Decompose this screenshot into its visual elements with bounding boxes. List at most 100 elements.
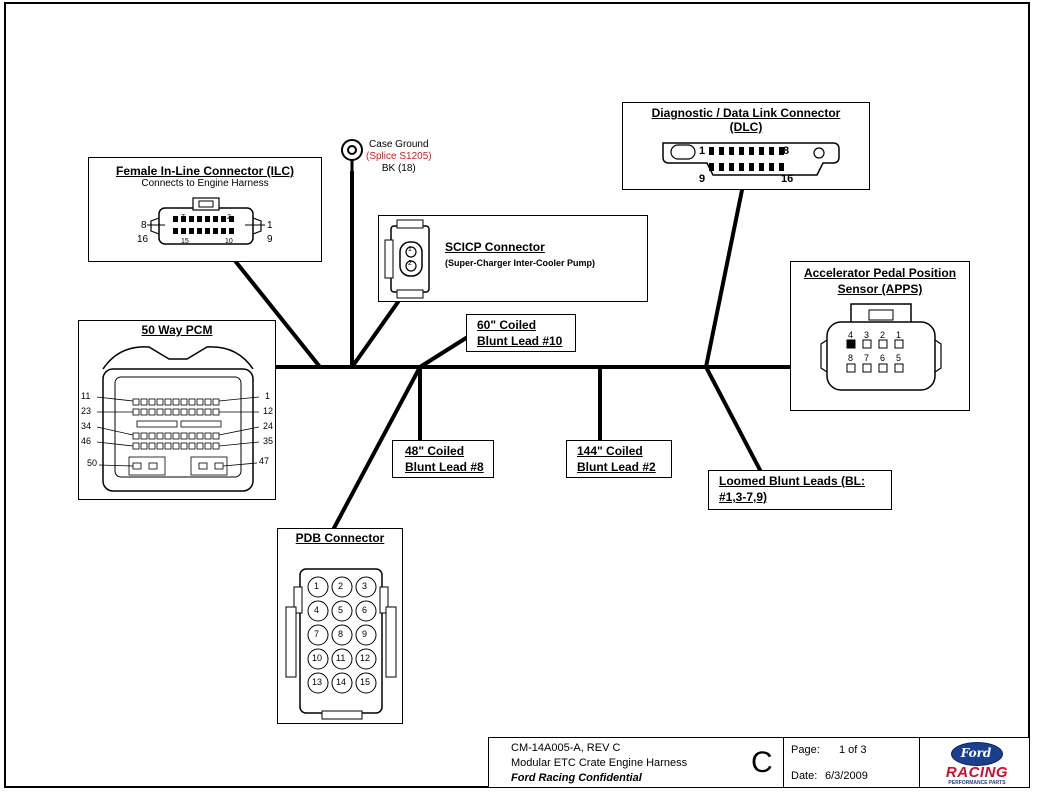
branch-ilc: [234, 260, 322, 369]
pdb-pin-11: 11: [336, 653, 346, 663]
doc-title: Modular ETC Crate Engine Harness: [511, 757, 688, 769]
page-value: 1 of 3: [839, 744, 867, 756]
apps-pin-3: 3: [864, 330, 870, 340]
case-ground-wire: BK (18): [381, 163, 416, 174]
ilc-pin-10: 10: [225, 238, 233, 245]
title-block: CM-14A005-A, REV C Modular ETC Crate Eng…: [488, 737, 1030, 788]
pdb-pin-9: 9: [362, 629, 368, 639]
pdb-pin-13: 13: [312, 677, 323, 687]
doc-number: CM-14A005-A, REV C: [511, 742, 621, 754]
apps-pin-8: 8: [848, 353, 854, 363]
branch-scicp: [350, 300, 400, 369]
pdb-pin-2: 2: [338, 581, 344, 591]
dlc-title-1: Diagnostic / Data Link Connector: [651, 106, 841, 120]
loomed-leads-box: Loomed Blunt Leads (BL: #1,3-7,9): [708, 470, 892, 510]
pdb-title: PDB Connector: [295, 531, 385, 545]
date-label: Date:: [791, 770, 818, 782]
pcm-pin-46: 46: [81, 436, 92, 446]
pcm-pin-11: 11: [81, 391, 91, 401]
coiled-lead-10-line2: Blunt Lead #10: [477, 334, 563, 348]
pcm-connector-drawing: [96, 346, 260, 492]
pcm-pin-35: 35: [263, 436, 274, 446]
pcm-pin-23: 23: [81, 406, 92, 416]
pcm-pin-47: 47: [259, 456, 270, 466]
branch-pdb: [332, 365, 422, 530]
apps-box: Accelerator Pedal Position Sensor (APPS)…: [790, 261, 970, 411]
revision-letter: C: [751, 746, 773, 779]
performance-parts-tagline: PERFORMANCE PARTS: [948, 780, 1006, 786]
pdb-pin-7: 7: [314, 629, 320, 639]
ilc-box: Female In-Line Connector (ILC) Connects …: [88, 157, 322, 262]
loomed-leads-line1: Loomed Blunt Leads (BL:: [719, 474, 865, 488]
coiled-lead-10-line1: 60" Coiled: [477, 318, 537, 332]
scicp-title: SCICP Connector: [445, 240, 545, 254]
ford-oval-text: Ford: [960, 746, 992, 760]
apps-pin-4: 4: [848, 330, 854, 340]
scicp-pin-2: 2: [408, 260, 412, 267]
branch-loomed: [704, 365, 762, 472]
ilc-title: Female In-Line Connector (ILC): [115, 164, 294, 178]
ilc-pin-1: 1: [267, 220, 273, 231]
pcm-pin-1: 1: [265, 391, 271, 401]
pdb-pin-14: 14: [336, 677, 347, 687]
apps-pin-1: 1: [896, 330, 902, 340]
scicp-pin-1: 1: [408, 246, 412, 253]
pdb-pin-8: 8: [338, 629, 344, 639]
pdb-pin-10: 10: [312, 653, 323, 663]
case-ground-line1: Case Ground: [369, 139, 429, 150]
dlc-pin-9: 9: [699, 173, 706, 185]
dlc-box: Diagnostic / Data Link Connector (DLC) 1…: [622, 102, 870, 190]
pcm-pin-50: 50: [87, 458, 98, 468]
ilc-pin-8: 8: [141, 220, 147, 231]
coiled-lead-8-box: 48" Coiled Blunt Lead #8: [392, 440, 494, 478]
dlc-pin-1: 1: [699, 145, 706, 157]
apps-pin-6: 6: [880, 353, 886, 363]
pcm-pin-12: 12: [263, 406, 274, 416]
coiled-lead-10-box: 60" Coiled Blunt Lead #10: [466, 314, 576, 352]
pdb-pin-3: 3: [362, 581, 368, 591]
page-label: Page:: [791, 744, 820, 756]
pcm-title: 50 Way PCM: [141, 323, 213, 337]
ilc-pin-2: 2: [227, 214, 231, 221]
ilc-pin-15: 15: [181, 238, 189, 245]
dlc-pin-16: 16: [781, 173, 794, 185]
dlc-title-2: (DLC): [729, 120, 763, 134]
date-value: 6/3/2009: [825, 770, 868, 782]
apps-pin-7: 7: [864, 353, 870, 363]
pdb-pin-5: 5: [338, 605, 344, 615]
pdb-pin-12: 12: [360, 653, 371, 663]
ilc-connector-drawing: [147, 197, 265, 245]
racing-wordmark: RACING: [945, 764, 1009, 781]
branch-coiled-10: [418, 336, 468, 369]
apps-pin-5: 5: [896, 353, 902, 363]
scicp-box: 1 2 SCICP Connector (Super-Charger Inter…: [378, 215, 648, 302]
pdb-pin-4: 4: [314, 605, 320, 615]
apps-title-2: Sensor (APPS): [837, 282, 923, 296]
loomed-leads-line2: #1,3-7,9): [719, 490, 768, 504]
pdb-pin-6: 6: [362, 605, 368, 615]
pcm-pin-24: 24: [263, 421, 274, 431]
scicp-subtitle: (Super-Charger Inter-Cooler Pump): [445, 258, 596, 268]
ilc-pin-9: 9: [267, 234, 273, 245]
apps-title-1: Accelerator Pedal Position: [803, 266, 957, 280]
coiled-lead-2-line1: 144" Coiled: [577, 444, 643, 458]
case-ground-label: Case Ground (Splice S1205) BK (18): [366, 139, 432, 175]
apps-pin-2: 2: [880, 330, 886, 340]
ilc-pin-7: 7: [181, 214, 185, 221]
coiled-lead-2-box: 144" Coiled Blunt Lead #2: [566, 440, 672, 478]
coiled-lead-8-line1: 48" Coiled: [405, 444, 465, 458]
pcm-pin-34: 34: [81, 421, 92, 431]
pdb-pin-15: 15: [360, 677, 371, 687]
coiled-lead-8-line2: Blunt Lead #8: [405, 460, 484, 474]
ilc-subtitle: Connects to Engine Harness: [141, 178, 269, 189]
scicp-connector-drawing: [384, 219, 430, 299]
apps-connector-drawing: [820, 303, 942, 391]
dlc-connector-drawing: [662, 142, 840, 176]
pdb-box: PDB Connector 1 2 3 4 5 6 7 8 9 10 11 12…: [277, 528, 403, 724]
coiled-lead-2-line2: Blunt Lead #2: [577, 460, 656, 474]
pdb-pin-1: 1: [314, 581, 320, 591]
ford-racing-logo: Ford RACING PERFORMANCE PARTS: [923, 740, 1029, 786]
doc-confidential: Ford Racing Confidential: [511, 772, 642, 784]
pcm-box: 50 Way PCM 11 23 34 46 50 1 12 24 35 47: [78, 320, 276, 500]
